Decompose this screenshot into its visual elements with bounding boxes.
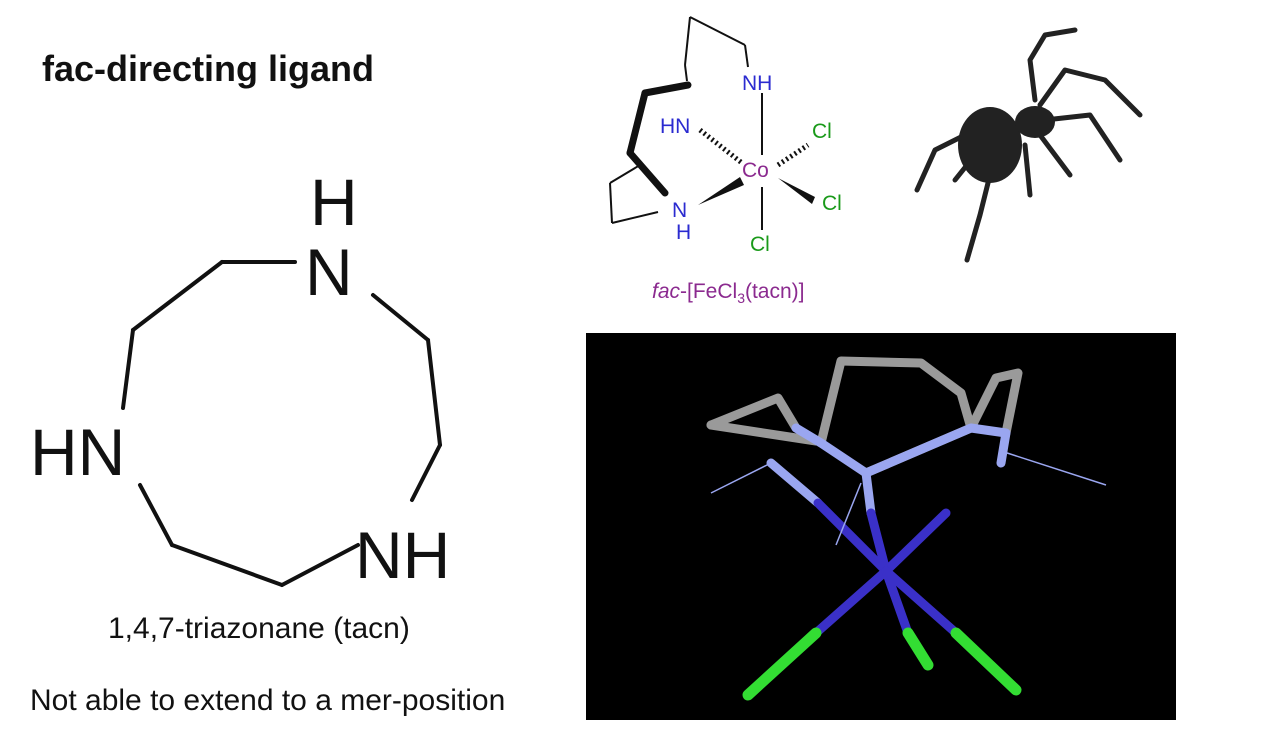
- bond: [121, 328, 135, 410]
- spider-leg: [1027, 27, 1078, 103]
- carbon-bond: [706, 420, 821, 446]
- wedge-bond: [778, 178, 815, 204]
- carbon-bond: [706, 393, 801, 433]
- atom-n-bottom: N: [672, 199, 687, 222]
- complex-caption: fac-[FeCl3(tacn)]: [652, 280, 805, 306]
- wedge-bond: [626, 89, 649, 157]
- mer-note: Not able to extend to a mer-position: [30, 684, 506, 717]
- tacn-structure: H N HN NH: [30, 165, 450, 592]
- spider-abdomen: [958, 107, 1022, 183]
- atom-n-top: N: [305, 235, 353, 309]
- bond: [426, 338, 442, 447]
- metal-bond: [813, 498, 891, 576]
- chlorine-bond: [950, 627, 1022, 696]
- hash-bond: [776, 142, 810, 168]
- atom-nh-top: NH: [742, 72, 772, 95]
- spider-leg: [1042, 112, 1123, 163]
- slide-title: fac-directing ligand: [42, 48, 375, 89]
- bond: [684, 16, 691, 66]
- hydrogen-bond: [710, 462, 772, 494]
- carbon-bond: [966, 368, 1023, 438]
- bond: [170, 543, 284, 587]
- metal-bond: [881, 566, 961, 638]
- spider-icon: [914, 27, 1143, 263]
- bond: [744, 44, 749, 68]
- caption-pre: -[FeCl: [680, 280, 738, 303]
- spider-head: [1015, 106, 1055, 138]
- caption-italic: fac: [652, 280, 681, 303]
- hash-bond: [698, 128, 744, 165]
- atom-cl-right: Cl: [822, 192, 842, 215]
- atom-cl-upper: Cl: [812, 120, 832, 143]
- wedge-bond: [626, 149, 669, 197]
- hydrogen-bond: [1000, 450, 1107, 486]
- bond: [609, 164, 641, 184]
- spider-leg: [1037, 132, 1073, 178]
- atom-h-bottom: H: [676, 221, 691, 244]
- nitrogen-bond: [791, 423, 1011, 478]
- molecular-model: [706, 356, 1107, 701]
- atom-nh-right: NH: [355, 518, 450, 592]
- chlorine-bond: [902, 627, 934, 671]
- caption-post: (tacn)]: [744, 280, 805, 303]
- hydrogen-bond: [835, 482, 862, 546]
- nitrogen-bond: [766, 458, 823, 508]
- metal-bond: [811, 566, 891, 638]
- spider-leg: [1022, 142, 1033, 198]
- bond: [609, 182, 613, 224]
- atom-h-top: H: [310, 165, 358, 239]
- metal-bond: [866, 508, 891, 576]
- atom-hn-left: HN: [30, 415, 125, 489]
- bond: [280, 543, 360, 587]
- bond: [371, 293, 430, 342]
- bond: [131, 260, 224, 332]
- molecular-model-panel: [586, 333, 1176, 720]
- bond: [138, 483, 174, 547]
- atom-hn-left: HN: [660, 115, 690, 138]
- nitrogen-bond: [861, 468, 876, 518]
- bond: [410, 443, 442, 502]
- tacn-caption: 1,4,7-triazonane (tacn): [108, 612, 410, 645]
- wedge-bond: [698, 177, 744, 205]
- spider-leg: [1037, 67, 1143, 118]
- atom-cl-bottom: Cl: [750, 233, 770, 256]
- bond: [689, 16, 746, 46]
- metal-bond: [881, 508, 951, 576]
- spider-leg: [964, 172, 993, 263]
- wedge-bond: [641, 81, 692, 97]
- bond: [611, 211, 659, 224]
- complex-structure: NH HN Co N H Cl Cl Cl: [609, 16, 842, 256]
- bond: [684, 64, 688, 82]
- caption-sub: 3: [737, 290, 745, 307]
- chlorine-bond: [742, 627, 822, 701]
- metal-bond: [881, 566, 913, 638]
- atom-metal: Co: [742, 159, 769, 182]
